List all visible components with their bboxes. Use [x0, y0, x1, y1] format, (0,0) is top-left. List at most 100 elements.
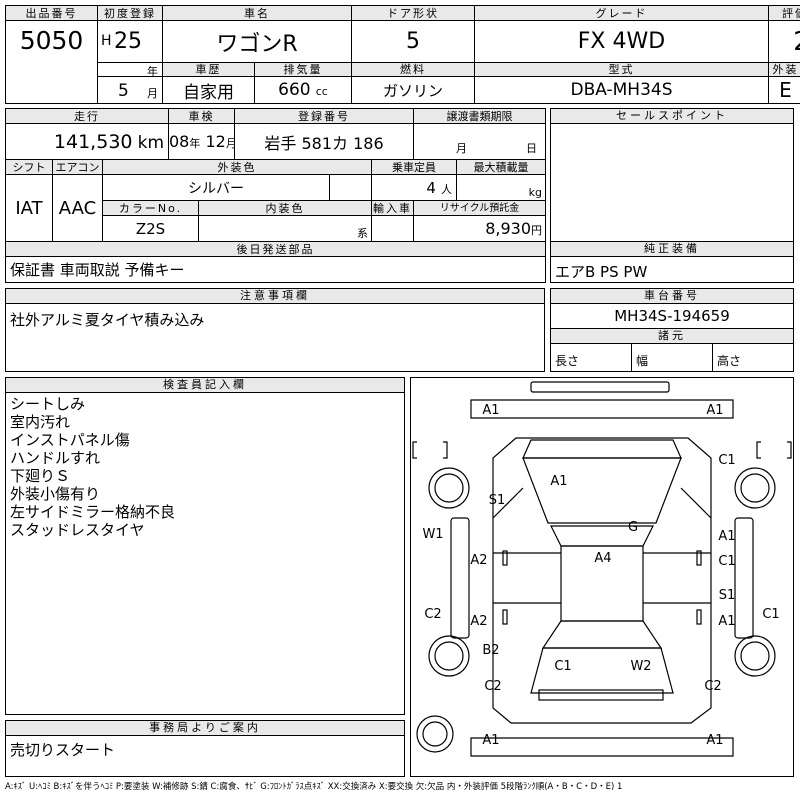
- front-bumper-top: [530, 381, 670, 393]
- door-label: ドア形状: [351, 5, 475, 21]
- left-fender-line: [492, 487, 524, 519]
- spare-wheel-inner: [422, 721, 448, 747]
- later-parts: 保証書 車両取説 予備キー: [4, 256, 547, 283]
- wheel-front-right-inner: [740, 473, 770, 503]
- recycle-label: リサイクル預託金: [413, 200, 547, 216]
- chassis-value: MH34S-194659: [551, 304, 793, 329]
- car-diagram: A1 A1 A1 S1 C1 G W1 A2 A4 A1 C1 S1 A1 C2…: [410, 377, 794, 777]
- insp-month-unit: 月: [226, 137, 234, 150]
- transfer-day-unit: 日: [526, 142, 538, 155]
- right-handle-rear: [696, 609, 702, 625]
- body-outline: [492, 437, 712, 724]
- seats-label: 乗車定員: [370, 159, 458, 175]
- height-label: 高さ: [717, 354, 742, 368]
- mark-left-wheel: W1: [422, 527, 443, 542]
- mark-right-fender: C1: [718, 453, 735, 468]
- wheel-rear-left: [428, 635, 470, 677]
- month-cell: 5 月: [97, 76, 163, 104]
- inspector-box: 検査員記入欄 シートしみ 室内汚れ インストパネル傷 ハンドルすれ 下廻りＳ 外…: [5, 377, 405, 715]
- plate-label: 登録番号: [233, 108, 415, 124]
- ext-color: シルバー: [102, 174, 330, 201]
- width-label: 幅: [632, 344, 713, 372]
- insp-month: 12: [205, 132, 226, 151]
- month: 5: [118, 81, 129, 101]
- right-mirror-bracket-2: [787, 441, 792, 459]
- length-label: 長さ: [551, 344, 632, 372]
- notes-text: 社外アルミ夏タイヤ積み込み: [10, 311, 205, 329]
- inspector-line: 左サイドミラー格納不良: [10, 503, 176, 521]
- lot-no-label: 出品番号: [5, 5, 98, 21]
- era-letter: H: [101, 33, 112, 49]
- left-skirt: [450, 517, 470, 639]
- displacement-label: 排気量: [254, 62, 352, 77]
- rear-bumper: [470, 737, 734, 757]
- header-table: 出品番号 初度登録 車名 ドア形状 グレード 評価点 5050 H 25 ワゴン…: [5, 5, 800, 104]
- mark-right-rocker: C1: [762, 607, 779, 622]
- first-reg-year: H 25: [97, 20, 163, 63]
- chassis-label: 車台番号: [551, 289, 793, 304]
- later-parts-label: 後日発送部品: [4, 241, 547, 257]
- notes-box: 注意事項欄 社外アルミ夏タイヤ積み込み: [5, 288, 545, 372]
- mark-roof: G: [628, 520, 638, 535]
- rear-window: [541, 620, 663, 649]
- mark-right-door-rear-s: S1: [719, 588, 736, 603]
- wheel-front-right: [734, 467, 776, 509]
- insp-year: 08: [169, 132, 190, 151]
- load-label: 最大積載量: [456, 159, 547, 175]
- office-box: 事務局よりご案内 売切りスタート: [5, 720, 405, 777]
- mark-left-quarter-c: C2: [484, 679, 501, 694]
- color-no-label: カラーNo.: [102, 200, 199, 216]
- displacement-cell: 660 cc: [254, 76, 352, 104]
- inspector-line: 外装小傷有り: [10, 485, 101, 503]
- mark-left-door-rear: A2: [470, 614, 487, 629]
- mark-right-door-rear-a: A1: [718, 614, 735, 629]
- grade-label: グレード: [474, 5, 769, 21]
- shift: IAT: [5, 174, 53, 242]
- mark-right-door-front-c: C1: [718, 554, 735, 569]
- sales-point-box: セールスポイント: [550, 108, 794, 242]
- exterior-label: 外装: [768, 62, 800, 77]
- wheel-rear-left-inner: [434, 641, 464, 671]
- genuine-value: エアB PS PW: [555, 263, 648, 281]
- mileage-label: 走行: [5, 108, 169, 124]
- doors: 5: [351, 20, 475, 63]
- displacement: 660: [278, 80, 311, 100]
- recycle-unit: 円: [531, 224, 543, 237]
- history-label: 車歴: [162, 62, 255, 77]
- ext-color-label: 外装色: [102, 159, 372, 175]
- chassis-box: 車台番号 MH34S-194659 諸元 長さ 幅 高さ: [550, 288, 794, 372]
- color-no: Z2S: [102, 215, 199, 242]
- inspector-line: 下廻りＳ: [10, 467, 71, 485]
- mark-right-door-front-a: A1: [718, 529, 735, 544]
- wheel-front-left-inner: [434, 473, 464, 503]
- transfer-label: 譲渡書類期限: [413, 108, 547, 124]
- mark-hood-center: A1: [550, 474, 567, 489]
- mark-trunk-right: W2: [630, 659, 651, 674]
- seats-unit: 人: [441, 183, 453, 196]
- left-mirror-bracket-2: [443, 441, 448, 459]
- recycle: 8,930: [485, 219, 532, 238]
- score-label: 評価点: [768, 5, 800, 21]
- grille: [522, 439, 682, 459]
- genuine-box: 純正装備 エアB PS PW: [550, 241, 794, 283]
- dims-label: 諸元: [551, 329, 793, 344]
- score: 2: [768, 20, 800, 63]
- mark-left-rocker: C2: [424, 607, 441, 622]
- plate: 岩手 581カ 186: [233, 123, 415, 160]
- inspection-cell: 08年 12月: [168, 123, 235, 160]
- left-handle-front: [502, 550, 508, 566]
- inspector-line: 室内汚れ: [10, 413, 71, 431]
- right-fender-line: [680, 487, 712, 519]
- exterior-grade: E: [768, 76, 800, 104]
- hood: [522, 457, 682, 524]
- int-color-label: 内装色: [198, 200, 372, 216]
- lot-no-cell: 5050: [5, 20, 98, 104]
- spare-wheel: [416, 715, 454, 753]
- legend: A:ｷｽﾞ U:ﾍｺﾐ B:ｷｽﾞを伴うﾍｺﾐ P:要塗装 W:補修跡 S:錆 …: [5, 782, 623, 792]
- seats-cell: 4 人: [370, 174, 458, 201]
- shift-label: シフト: [5, 159, 53, 175]
- office-label: 事務局よりご案内: [6, 721, 404, 736]
- fuel-label: 燃料: [351, 62, 475, 77]
- fuel: ガソリン: [351, 76, 475, 104]
- notes-label: 注意事項欄: [6, 289, 544, 304]
